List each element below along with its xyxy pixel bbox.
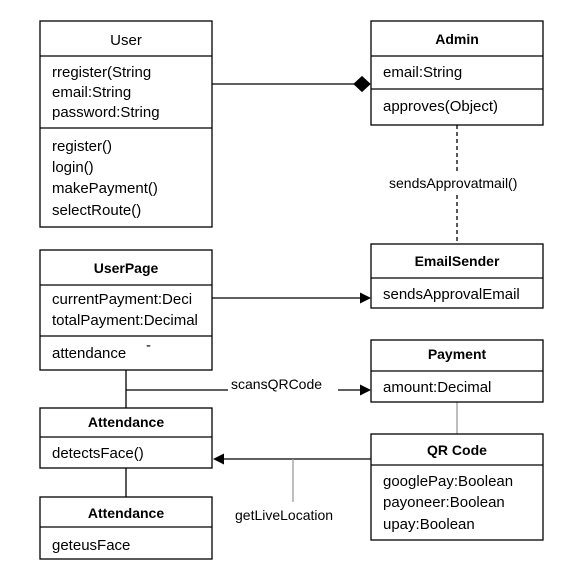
attribute: rregister(String <box>52 64 151 81</box>
class-userpage[interactable]: UserPage currentPayment:Deci totalPaymen… <box>39 249 213 371</box>
class-emailsender[interactable]: EmailSender sendsApprovalEmail <box>370 243 544 309</box>
attribute: amount:Decimal <box>383 379 491 396</box>
class-admin[interactable]: Admin email:String approves(Object) <box>370 20 544 126</box>
method: makePayment() <box>52 180 158 197</box>
method: attendance <box>52 345 126 362</box>
attribute: email:String <box>52 84 131 101</box>
class-name: Attendance <box>88 414 164 430</box>
class-name: UserPage <box>94 260 159 276</box>
class-name: Payment <box>428 346 487 362</box>
attribute: totalPayment:Decimal <box>52 312 198 329</box>
label-backdrop <box>228 376 338 394</box>
class-attendance-detects-face[interactable]: Attendance detectsFace() <box>39 407 213 469</box>
class-attendance-gets-face[interactable]: Attendance geteusFace <box>39 496 213 560</box>
arrowhead-right <box>360 292 371 304</box>
method: geteusFace <box>52 537 130 554</box>
method: login() <box>52 159 94 176</box>
attribute: upay:Boolean <box>383 516 475 533</box>
class-qr-code[interactable]: QR Code googlePay:Boolean payoneer:Boole… <box>370 433 544 541</box>
relation-label-send-approval: sendsApprovatmail() <box>389 175 517 191</box>
composition-diamond <box>353 75 371 93</box>
attribute: payoneer:Boolean <box>383 494 505 511</box>
attribute: googlePay:Boolean <box>383 473 513 490</box>
arrowhead-right <box>360 384 371 396</box>
method: detectsFace() <box>52 445 144 462</box>
arrowhead-left <box>213 453 224 465</box>
class-payment[interactable]: Payment amount:Decimal <box>370 339 544 403</box>
method-marker: - <box>146 337 151 354</box>
attribute: password:String <box>52 104 160 121</box>
method: selectRoute() <box>52 202 141 219</box>
class-name: QR Code <box>427 442 487 458</box>
class-user[interactable]: User rregister(String email:String passw… <box>39 20 213 228</box>
method: register() <box>52 138 112 155</box>
method: sendsApprovalEmail <box>383 286 520 303</box>
relation-label-scans-qr-code: scansQRCode <box>231 376 322 392</box>
relation-label-get-live-location: getLiveLocation <box>235 507 333 523</box>
class-name: EmailSender <box>415 253 500 269</box>
attribute: currentPayment:Deci <box>52 291 192 308</box>
class-name: Attendance <box>88 505 164 521</box>
method: approves(Object) <box>383 98 498 115</box>
class-name: Admin <box>435 31 479 47</box>
attribute: email:String <box>383 64 462 81</box>
label-backdrop <box>386 173 548 193</box>
class-name: User <box>110 32 142 49</box>
